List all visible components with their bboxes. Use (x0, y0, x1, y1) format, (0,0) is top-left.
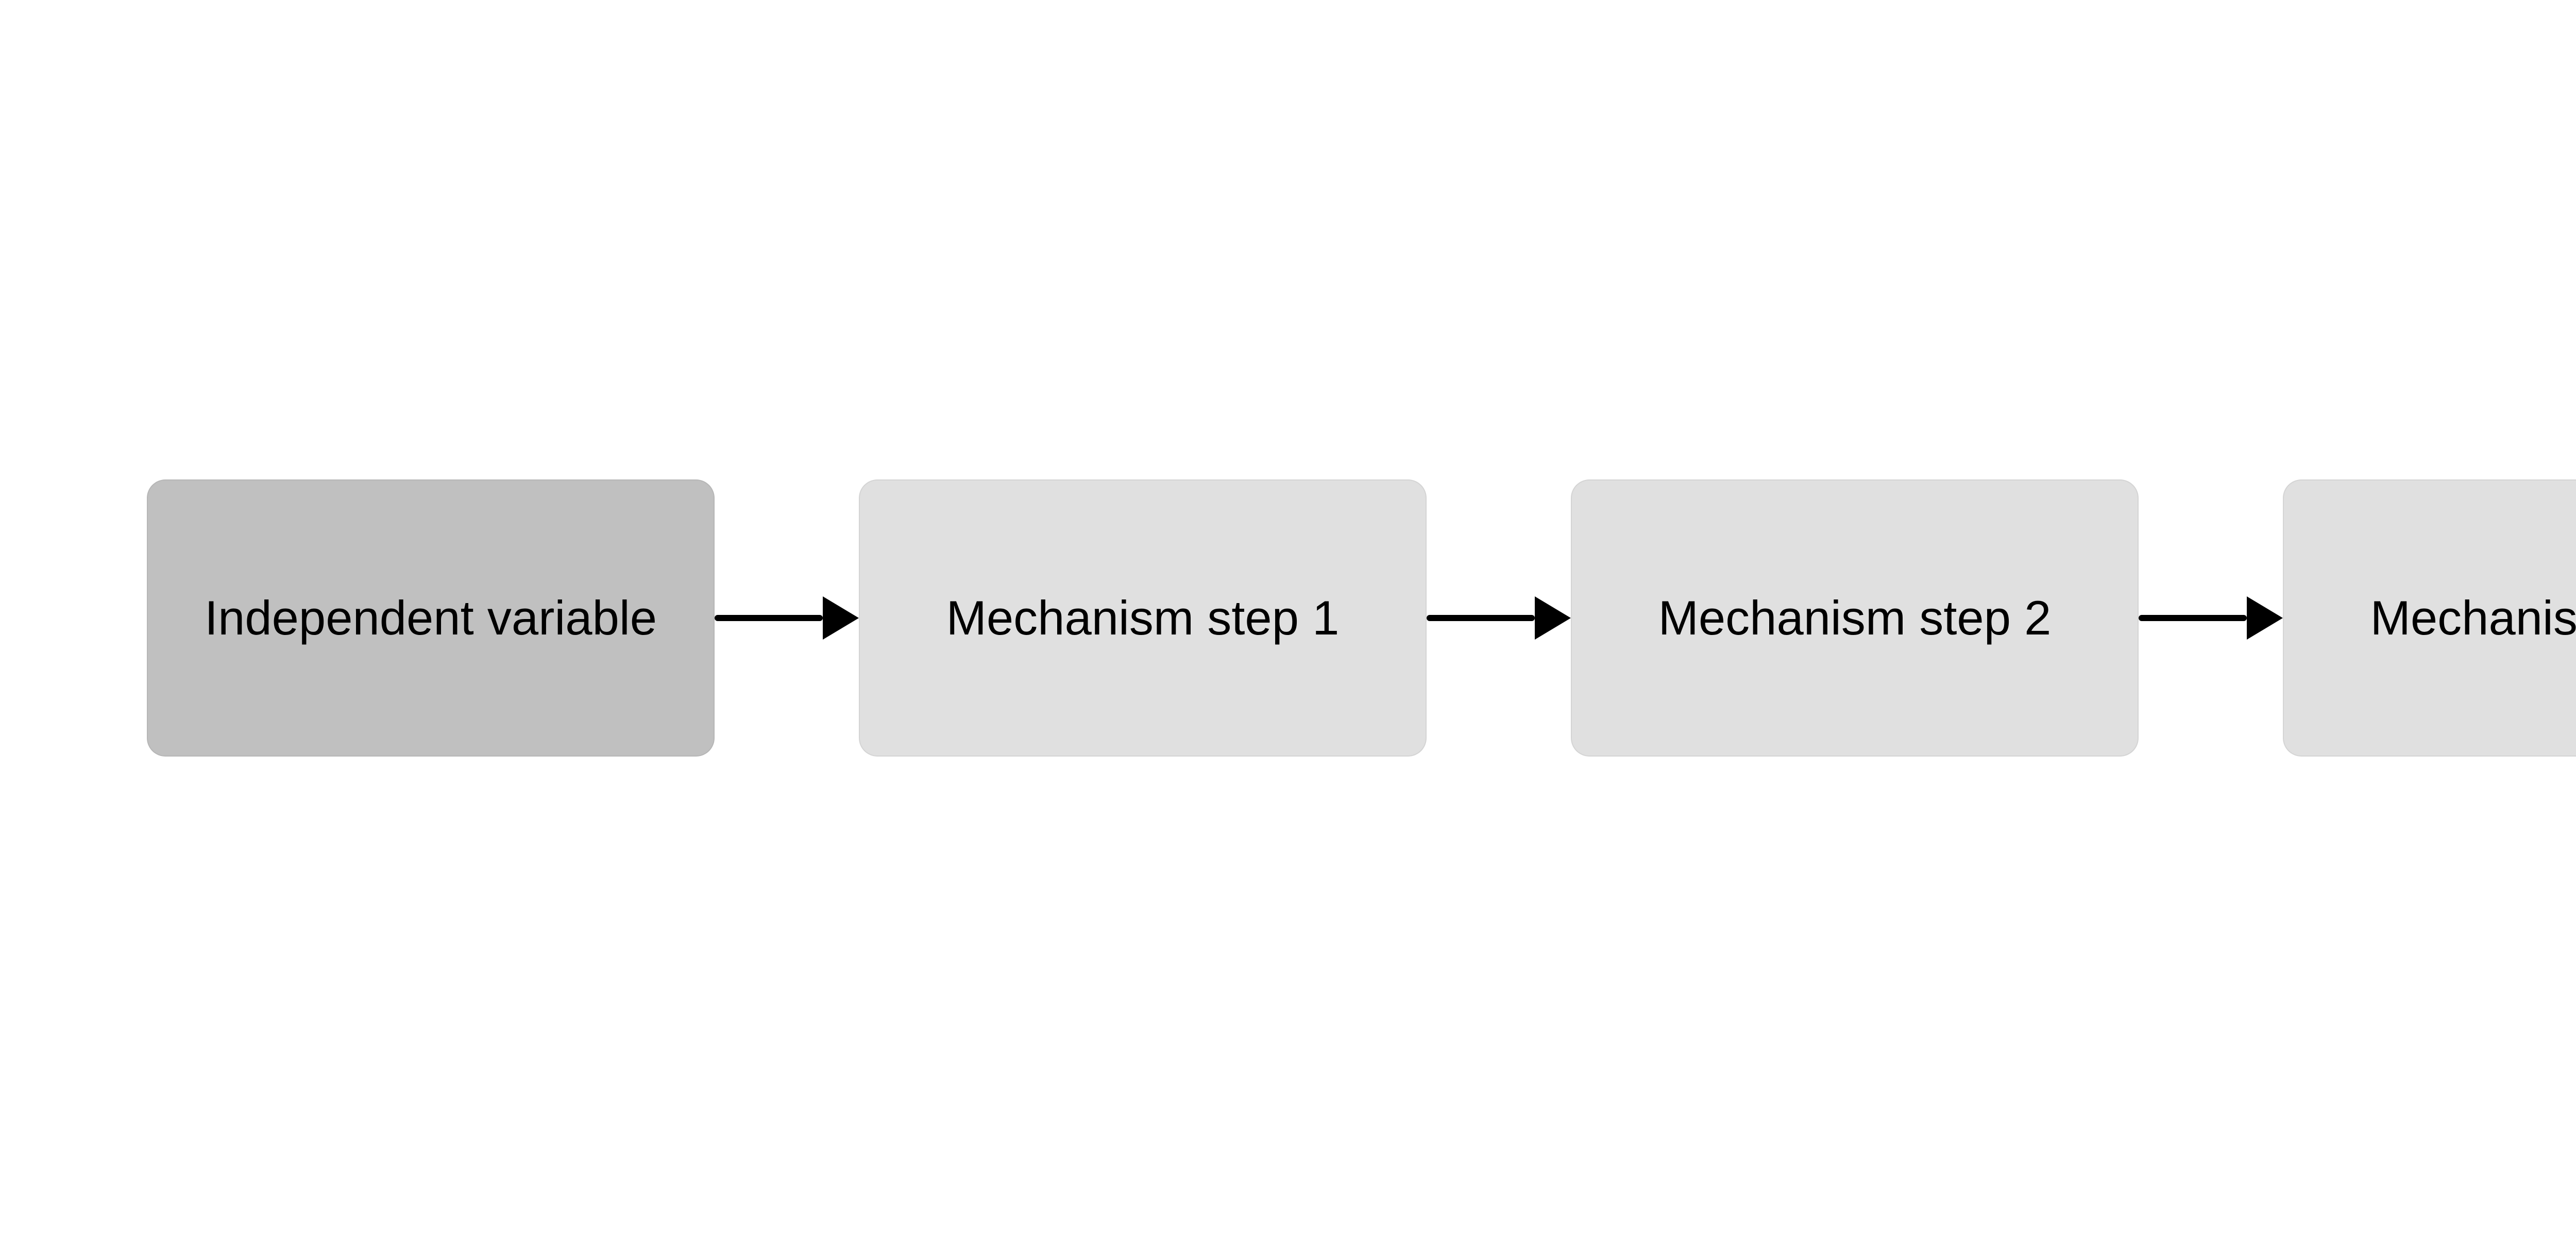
node-label: Mechanism step 1 (946, 591, 1340, 645)
node-label: Mechanism step 2 (1658, 591, 2052, 645)
arrow-head-icon (2247, 596, 2283, 640)
node-independent-variable: Independent variable (147, 479, 715, 757)
node-label: Independent variable (204, 591, 657, 645)
arrow-head-icon (823, 596, 859, 640)
node-label: Mechanism step 3 (2370, 591, 2576, 645)
node-mechanism-step-1: Mechanism step 1 (859, 479, 1427, 757)
node-mechanism-step-2: Mechanism step 2 (1571, 479, 2139, 757)
arrow-head-icon (1535, 596, 1571, 640)
arrow-shaft (715, 615, 823, 621)
arrow-shaft (1427, 615, 1535, 621)
arrow-connector (715, 596, 859, 640)
flow-row: Independent variable Mechanism step 1 Me… (147, 479, 2576, 757)
arrow-connector (1427, 596, 1571, 640)
arrow-connector (2139, 596, 2283, 640)
arrow-shaft (2139, 615, 2247, 621)
node-mechanism-step-3: Mechanism step 3 (2283, 479, 2576, 757)
